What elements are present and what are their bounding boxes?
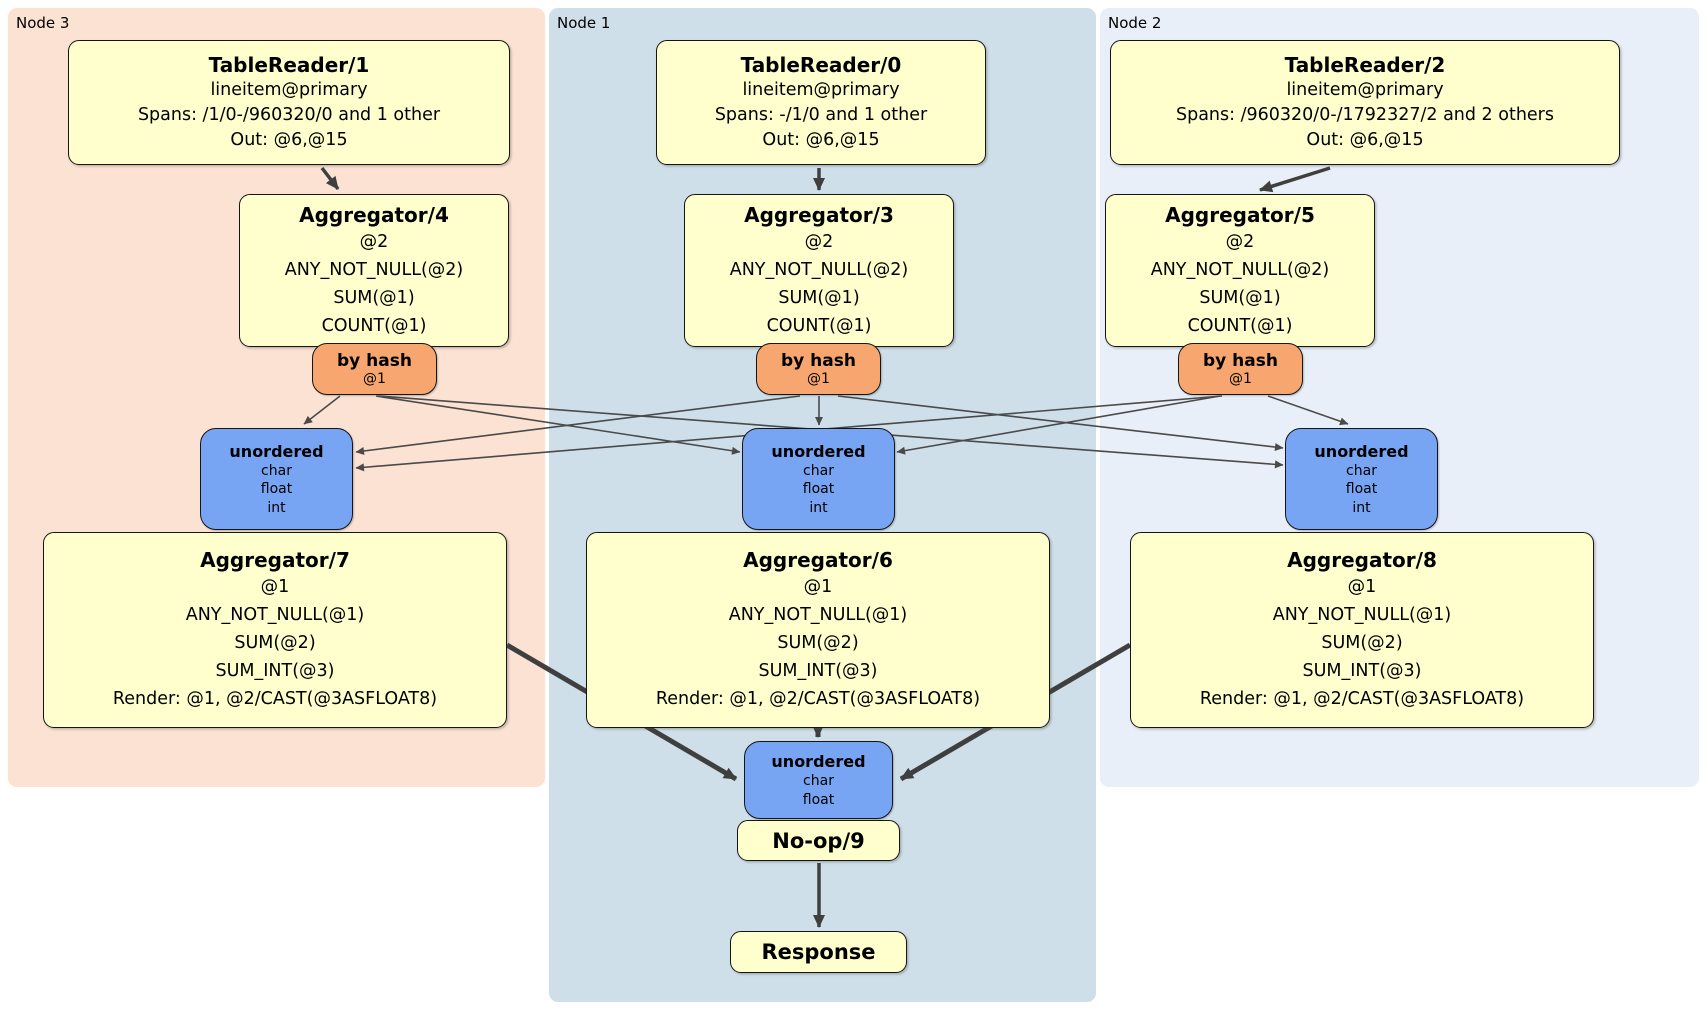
agg-fn-line: ANY_NOT_NULL(@1) xyxy=(185,605,365,625)
router-label: by hash xyxy=(781,351,856,371)
render-line: Render: @1, @2/CAST(@3ASFLOAT8) xyxy=(112,689,438,709)
stream-type: char xyxy=(803,462,834,479)
response-box: Response xyxy=(730,931,907,973)
router-columns: @1 xyxy=(807,371,830,387)
agg-fn-line: SUM_INT(@3) xyxy=(758,661,878,681)
tablereader-2-box: TableReader/2 lineitem@primary Spans: /9… xyxy=(1110,40,1620,165)
edge-tr2-agg5 xyxy=(1259,166,1331,193)
box-title: Aggregator/6 xyxy=(743,548,893,572)
index-line: lineitem@primary xyxy=(1286,80,1444,100)
unordered-sync-node1: unordered char float int xyxy=(742,428,895,530)
tablereader-1-box: TableReader/1 lineitem@primary Spans: /1… xyxy=(68,40,510,165)
agg-fn-line: COUNT(@1) xyxy=(321,315,427,336)
sync-label: unordered xyxy=(771,752,866,771)
spans-line: Spans: /960320/0-/1792327/2 and 2 others xyxy=(1175,105,1554,125)
box-title: Response xyxy=(761,940,876,964)
edge-hash1-unord3 xyxy=(355,395,801,455)
unordered-sync-node3: unordered char float int xyxy=(200,428,353,530)
aggregator-5-box: Aggregator/5 @2 ANY_NOT_NULL(@2) SUM(@1)… xyxy=(1105,194,1375,347)
aggregator-7-box: Aggregator/7 @1 ANY_NOT_NULL(@1) SUM(@2)… xyxy=(43,532,507,728)
sync-label: unordered xyxy=(229,441,324,461)
noop-box: No-op/9 xyxy=(737,820,900,861)
group-line: @2 xyxy=(359,231,389,252)
group-line: @2 xyxy=(1225,231,1255,252)
stream-type: float xyxy=(1345,481,1378,498)
agg-fn-line: SUM_INT(@3) xyxy=(215,661,335,681)
stream-type: int xyxy=(809,499,828,516)
box-title: No-op/9 xyxy=(772,828,865,853)
router-label: by hash xyxy=(337,351,412,371)
box-title: Aggregator/7 xyxy=(200,548,350,572)
node3-label: Node 3 xyxy=(16,14,70,32)
agg-fn-line: SUM(@1) xyxy=(333,287,415,308)
box-title: Aggregator/3 xyxy=(744,202,894,227)
unordered-sync-final: unordered char float xyxy=(744,741,893,819)
spans-line: Spans: -/1/0 and 1 other xyxy=(714,105,928,125)
agg-fn-line: SUM(@1) xyxy=(778,287,860,308)
node1-label: Node 1 xyxy=(557,14,611,32)
stream-type: float xyxy=(802,481,835,498)
stream-type: char xyxy=(261,462,292,479)
unordered-sync-node2: unordered char float int xyxy=(1285,428,1438,530)
box-title: TableReader/1 xyxy=(208,53,370,77)
index-line: lineitem@primary xyxy=(742,80,900,100)
agg-fn-line: SUM(@2) xyxy=(234,633,316,653)
by-hash-router-node1: by hash @1 xyxy=(756,343,881,395)
edge-hash3-unord1 xyxy=(375,395,741,455)
index-line: lineitem@primary xyxy=(210,80,368,100)
box-title: Aggregator/4 xyxy=(299,202,449,227)
stream-type: float xyxy=(260,481,293,498)
sync-label: unordered xyxy=(771,441,866,461)
out-line: Out: @6,@15 xyxy=(1306,130,1424,150)
group-line: @2 xyxy=(804,231,834,252)
agg-fn-line: SUM_INT(@3) xyxy=(1302,661,1422,681)
stream-type: float xyxy=(802,791,835,808)
stream-type: char xyxy=(803,773,834,789)
box-title: Aggregator/5 xyxy=(1165,202,1315,227)
group-line: @1 xyxy=(260,577,290,597)
stream-type: char xyxy=(1346,462,1377,479)
router-columns: @1 xyxy=(1229,371,1252,387)
agg-fn-line: COUNT(@1) xyxy=(1187,315,1293,336)
render-line: Render: @1, @2/CAST(@3ASFLOAT8) xyxy=(655,689,981,709)
edge-hash3-unord3 xyxy=(303,395,341,425)
box-title: TableReader/2 xyxy=(1284,53,1446,77)
aggregator-8-box: Aggregator/8 @1 ANY_NOT_NULL(@1) SUM(@2)… xyxy=(1130,532,1594,728)
agg-fn-line: ANY_NOT_NULL(@2) xyxy=(1150,259,1330,280)
out-line: Out: @6,@15 xyxy=(230,130,348,150)
agg-fn-line: SUM(@1) xyxy=(1199,287,1281,308)
router-columns: @1 xyxy=(363,371,386,387)
edge-hash2-unord2 xyxy=(1267,395,1349,426)
stream-type: int xyxy=(267,499,286,516)
edge-tr1-agg4 xyxy=(320,166,340,191)
agg-fn-line: ANY_NOT_NULL(@2) xyxy=(729,259,909,280)
node2-label: Node 2 xyxy=(1108,14,1162,32)
aggregator-6-box: Aggregator/6 @1 ANY_NOT_NULL(@1) SUM(@2)… xyxy=(586,532,1050,728)
edge-hash2-unord1 xyxy=(896,395,1221,455)
box-title: TableReader/0 xyxy=(740,53,902,77)
box-title: Aggregator/8 xyxy=(1287,548,1437,572)
spans-line: Spans: /1/0-/960320/0 and 1 other xyxy=(137,105,441,125)
by-hash-router-node3: by hash @1 xyxy=(312,343,437,395)
aggregator-4-box: Aggregator/4 @2 ANY_NOT_NULL(@2) SUM(@1)… xyxy=(239,194,509,347)
agg-fn-line: SUM(@2) xyxy=(777,633,859,653)
agg-fn-line: COUNT(@1) xyxy=(766,315,872,336)
out-line: Out: @6,@15 xyxy=(762,130,880,150)
agg-fn-line: ANY_NOT_NULL(@2) xyxy=(284,259,464,280)
tablereader-0-box: TableReader/0 lineitem@primary Spans: -/… xyxy=(656,40,986,165)
render-line: Render: @1, @2/CAST(@3ASFLOAT8) xyxy=(1199,689,1525,709)
edge-hash1-unord2 xyxy=(837,395,1284,452)
agg-fn-line: SUM(@2) xyxy=(1321,633,1403,653)
router-label: by hash xyxy=(1203,351,1278,371)
agg-fn-line: ANY_NOT_NULL(@1) xyxy=(728,605,908,625)
agg-fn-line: ANY_NOT_NULL(@1) xyxy=(1272,605,1452,625)
group-line: @1 xyxy=(803,577,833,597)
by-hash-router-node2: by hash @1 xyxy=(1178,343,1303,395)
group-line: @1 xyxy=(1347,577,1377,597)
sync-label: unordered xyxy=(1314,441,1409,461)
aggregator-3-box: Aggregator/3 @2 ANY_NOT_NULL(@2) SUM(@1)… xyxy=(684,194,954,347)
stream-type: int xyxy=(1352,499,1371,516)
